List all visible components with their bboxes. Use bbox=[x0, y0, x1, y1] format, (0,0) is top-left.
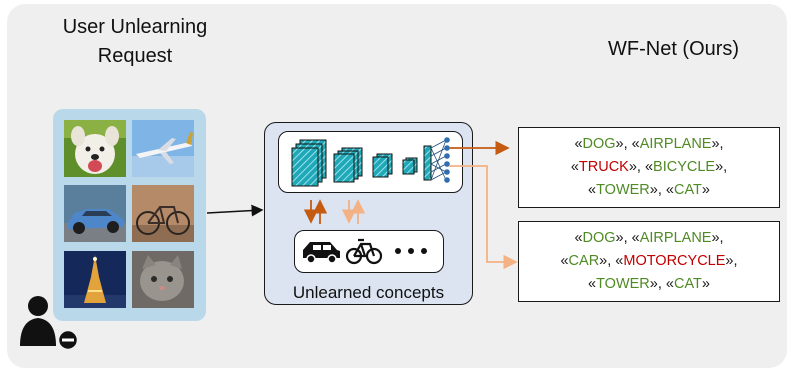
retained-label: TOWER bbox=[596, 182, 650, 198]
conv-layer-4 bbox=[402, 157, 418, 175]
label-punctuation: », bbox=[711, 136, 724, 152]
forgotten-label: TRUCK bbox=[578, 159, 629, 175]
retained-label: AIRPLANE bbox=[639, 136, 712, 152]
request-title-line1: User Unlearning bbox=[62, 16, 208, 38]
conv-layer-1 bbox=[291, 139, 327, 187]
tower-image bbox=[64, 251, 126, 308]
label-punctuation: », « bbox=[628, 159, 654, 175]
label-punctuation: », « bbox=[615, 230, 640, 246]
label-punctuation: », bbox=[725, 253, 738, 269]
unlearned-concepts-caption: Unlearned concepts bbox=[292, 283, 445, 302]
label-punctuation: « bbox=[588, 182, 597, 198]
label-punctuation: », bbox=[711, 230, 724, 246]
conv-layer-3 bbox=[372, 153, 393, 178]
label-punctuation: « bbox=[570, 159, 579, 175]
output-box-1: «DOG», «AIRPLANE»,«TRUCK», «BICYCLE»,«TO… bbox=[518, 127, 780, 208]
dog-image bbox=[64, 120, 126, 177]
output-line: «DOG», «AIRPLANE», bbox=[574, 133, 723, 156]
retained-label: DOG bbox=[582, 136, 616, 152]
retained-label: CAT bbox=[673, 276, 702, 292]
cat-image bbox=[132, 251, 194, 308]
label-punctuation: « bbox=[588, 276, 597, 292]
retained-label: DOG bbox=[582, 230, 616, 246]
output-line: «TRUCK», «BICYCLE», bbox=[571, 156, 727, 179]
bicycle-image bbox=[132, 185, 194, 242]
request-title: User Unlearning Request bbox=[20, 16, 250, 68]
label-punctuation: », bbox=[715, 159, 728, 175]
retained-label: TOWER bbox=[596, 276, 650, 292]
request-title-line2: Request bbox=[97, 45, 173, 67]
output-line: «CAR», «MOTORCYCLE», bbox=[560, 250, 737, 273]
label-punctuation: « bbox=[560, 253, 569, 269]
request-to-model-arrow bbox=[206, 204, 264, 217]
fully-connected-layer bbox=[423, 137, 450, 183]
label-punctuation: », « bbox=[615, 136, 640, 152]
retained-label: BICYCLE bbox=[653, 159, 716, 175]
model-title: WF-Net (Ours) bbox=[608, 38, 740, 60]
output-arrow-motorcycle bbox=[449, 165, 518, 270]
airplane-image bbox=[132, 120, 194, 177]
retained-label: AIRPLANE bbox=[639, 230, 712, 246]
car-icon bbox=[303, 242, 340, 264]
output-box-2: «DOG», «AIRPLANE»,«CAR», «MOTORCYCLE»,«T… bbox=[518, 221, 780, 302]
output-line: «DOG», «AIRPLANE», bbox=[574, 227, 723, 250]
label-punctuation: », « bbox=[599, 253, 624, 269]
retained-label: CAT bbox=[673, 182, 702, 198]
ellipsis-icon bbox=[395, 248, 427, 254]
bicycle-icon bbox=[345, 238, 383, 265]
forgotten-label: MOTORCYCLE bbox=[623, 253, 726, 269]
unlearning-arrows bbox=[303, 199, 366, 224]
car-image bbox=[64, 185, 126, 242]
retained-label: CAR bbox=[568, 253, 600, 269]
user-remove-icon bbox=[20, 296, 80, 352]
label-punctuation: « bbox=[574, 230, 583, 246]
label-punctuation: », « bbox=[649, 182, 674, 198]
label-punctuation: », « bbox=[649, 276, 674, 292]
label-punctuation: « bbox=[574, 136, 583, 152]
conv-layer-2 bbox=[333, 147, 363, 183]
label-punctuation: » bbox=[701, 276, 710, 292]
label-punctuation: » bbox=[701, 182, 710, 198]
output-line: «TOWER», «CAT» bbox=[588, 179, 710, 202]
output-line: «TOWER», «CAT» bbox=[588, 273, 710, 296]
